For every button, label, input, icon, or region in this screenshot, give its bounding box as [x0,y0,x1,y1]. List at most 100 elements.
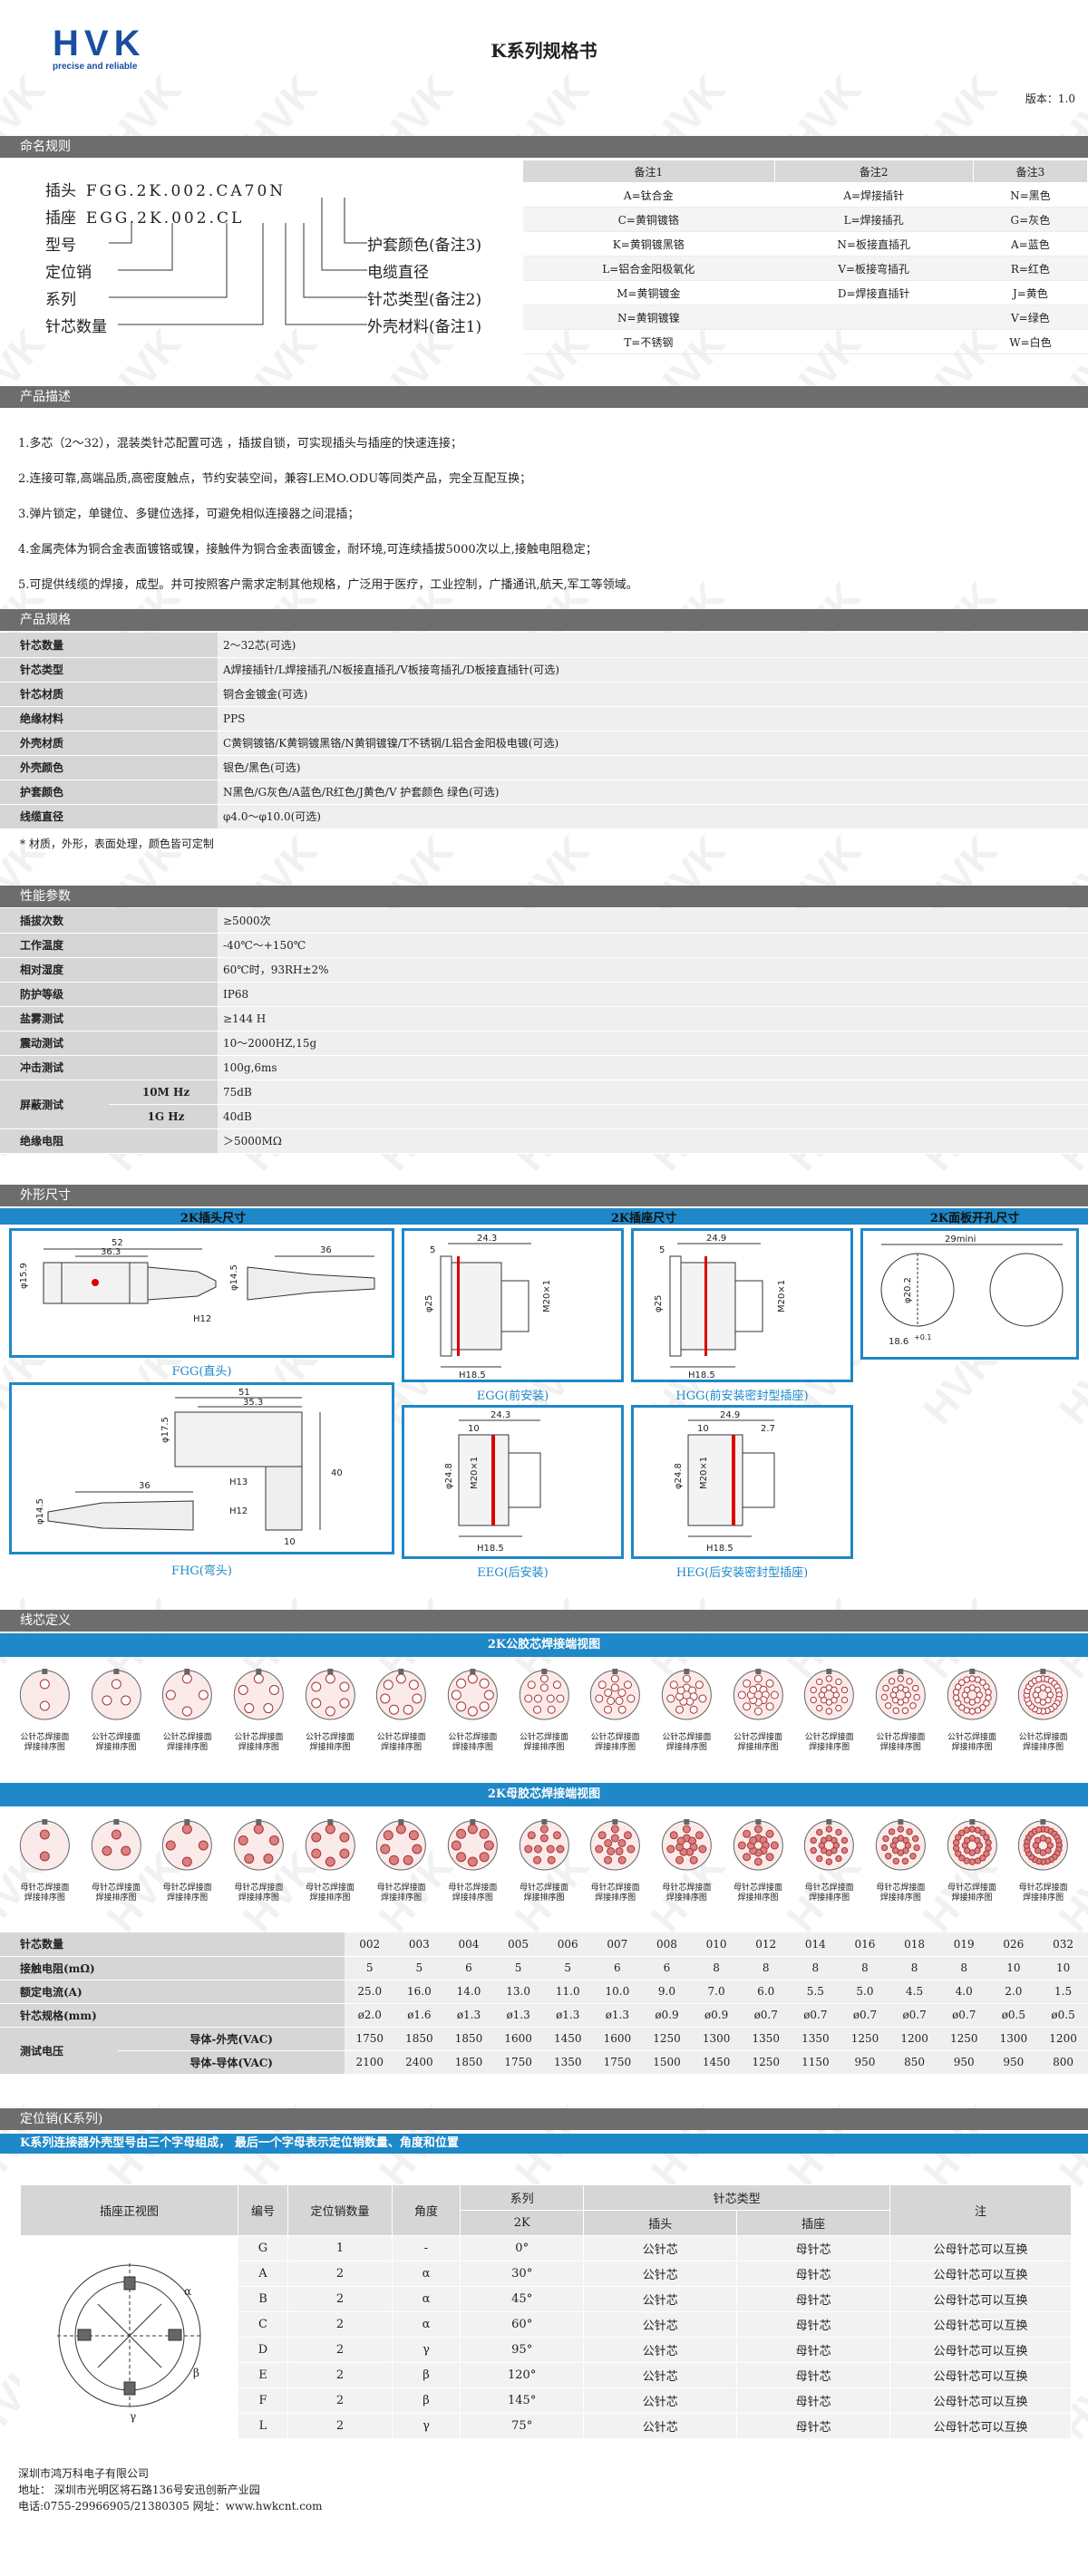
perf-value: ≥144 H [218,1006,1088,1031]
pin-contact [669,1831,678,1840]
pin-value-cell: ø1.3 [443,2003,494,2028]
pin-table-sublabel: 导体-外壳(VAC) [118,2027,345,2051]
fgg-dim: 36 [320,1245,332,1255]
keying-cell: 公针芯 [583,2261,738,2287]
naming-left-label: 型号 [45,237,76,255]
pin-contact [325,1673,335,1684]
description-list: 1.多芯（2～32），混装类针芯配置可选 ，插拔自锁，可实现插头与插座的快速连接… [18,426,1070,603]
pin-table-label: 额定电流(A) [0,1980,345,2004]
pin-contact [963,1707,970,1714]
pin-contact [412,1844,423,1855]
keying-cell: 公针芯 [583,2337,738,2363]
spec-row: 外壳颜色银色/黑色(可选) [0,755,1088,780]
pin-contact [604,1855,613,1864]
pin-contact [974,1707,981,1714]
fhg-drawing: 51 35.3 36 H13 H12 40 10 φ14.5 φ17.5 [9,1382,394,1554]
pin-face-svg [447,1669,498,1720]
spec-value: φ4.0～φ10.0(可选) [218,804,1088,829]
pin-value-cell: 1850 [394,2027,444,2051]
pin-diagram: 母针芯焊接面 焊接排序图 [1007,1811,1079,1918]
pin-contact [325,1706,335,1717]
spec-value: 铜合金镀金(可选) [218,682,1088,707]
pin-contact [974,1676,981,1683]
pin-value-cell: 1450 [691,2050,742,2075]
pin-code-cell: 005 [493,1932,543,1957]
pin-face-svg [519,1819,569,1871]
pin-contact [765,1679,774,1688]
pin-contact [689,1705,698,1714]
version-label: 版本：1.0 [1025,92,1075,105]
pin-contact [954,1683,962,1690]
keying-cell: 95° [459,2337,585,2363]
pin-face-svg [19,1819,70,1871]
pin-diagram-caption: 母针芯焊接面 焊接排序图 [590,1884,640,1903]
pin-diagram: 母针芯焊接面 焊接排序图 [365,1811,437,1918]
keying-cell: 2 [287,2413,393,2439]
socket-code: EGG.2K.002.CL [85,209,245,228]
pin-value-cell: 1250 [840,2027,890,2051]
spec-value: A焊接插针/L焊接插孔/N板接直插孔/V板接弯插孔/D板接直插针(可选) [218,657,1088,683]
pin-diagram-caption: 公针芯焊接面 焊接排序图 [947,1733,996,1752]
pin-diagram-caption: 母针芯焊接面 焊接排序图 [519,1884,568,1903]
heg-dim: 24.9 [720,1410,740,1420]
footer-address: 地址： 深圳市光明区将石路136号安迅创新产业园 [18,2484,260,2496]
pin-contact [547,1855,556,1864]
female-pin-diagrams: 母针芯焊接面 焊接排序图母针芯焊接面 焊接排序图母针芯焊接面 焊接排序图母针芯焊… [9,1811,1079,1918]
pin-diagram-caption: 母针芯焊接面 焊接排序图 [20,1884,70,1903]
pin-contact [627,1845,636,1854]
pin-contact [532,1705,541,1714]
spec-value: N黑色/G灰色/A蓝色/R红色/J黄色/V 护套颜色 绿色(可选) [218,780,1088,805]
pin-contact [810,1686,818,1694]
pin-face-svg [804,1819,855,1871]
pin-contact [166,1690,177,1700]
pin-contact [880,1844,889,1852]
pin-value-cell: 6 [592,1956,643,1980]
perf-value: 75dB [218,1080,1088,1105]
note-header: 备注1 [522,160,775,183]
pin-code-cell: 016 [840,1932,890,1957]
keying-cell: α [392,2261,461,2287]
fhg-dim: 35.3 [243,1398,263,1408]
fhg-dim: 10 [284,1537,296,1547]
keying-cell: D [238,2337,288,2363]
section-wiring: 线芯定义 [0,1610,1088,1632]
panel-dim: 18.6 [889,1337,908,1347]
keying-cell: 公针芯 [583,2362,738,2388]
pin-contact [963,1686,971,1694]
eeg-rear-mount-drawing: 24.3 10 φ24.8 M20×1 H18.5 [444,1410,541,1554]
egg-dim: 5 [430,1245,435,1255]
keying-head: 系列 [459,2184,585,2211]
pin-table-label: 针芯数量 [0,1932,345,1957]
naming-leader-lines [109,198,367,325]
fhg-dim: φ17.5 [160,1417,170,1443]
pin-contact [742,1679,751,1688]
pin-contact [888,1828,896,1835]
pin-contact [611,1825,620,1834]
pin-value-cell: 1600 [592,2027,643,2051]
pin-contact [841,1846,849,1855]
pin-face-svg [162,1819,213,1871]
keying-cell: 公母针芯可以互换 [889,2337,1072,2363]
pin-contact [957,1855,966,1862]
key-notch [826,1669,832,1674]
hgg-dim: 5 [659,1245,665,1255]
pin-diagram: 母针芯焊接面 焊接排序图 [937,1811,1008,1918]
pin-contact [339,1681,350,1692]
note-cell: C=黄铜镀铬 [522,207,775,232]
pin-contact [409,1680,420,1690]
pin-contact [617,1855,627,1864]
keying-cell: A [238,2261,288,2287]
pin-contact [238,1684,248,1695]
pin-contact [695,1680,704,1690]
pin-contact [957,1829,966,1836]
pin-value-cell: ø0.7 [741,2003,792,2028]
pin-contact [182,1673,193,1684]
pin-contact [627,1694,636,1703]
pin-value-cell: 2400 [394,2050,444,2075]
